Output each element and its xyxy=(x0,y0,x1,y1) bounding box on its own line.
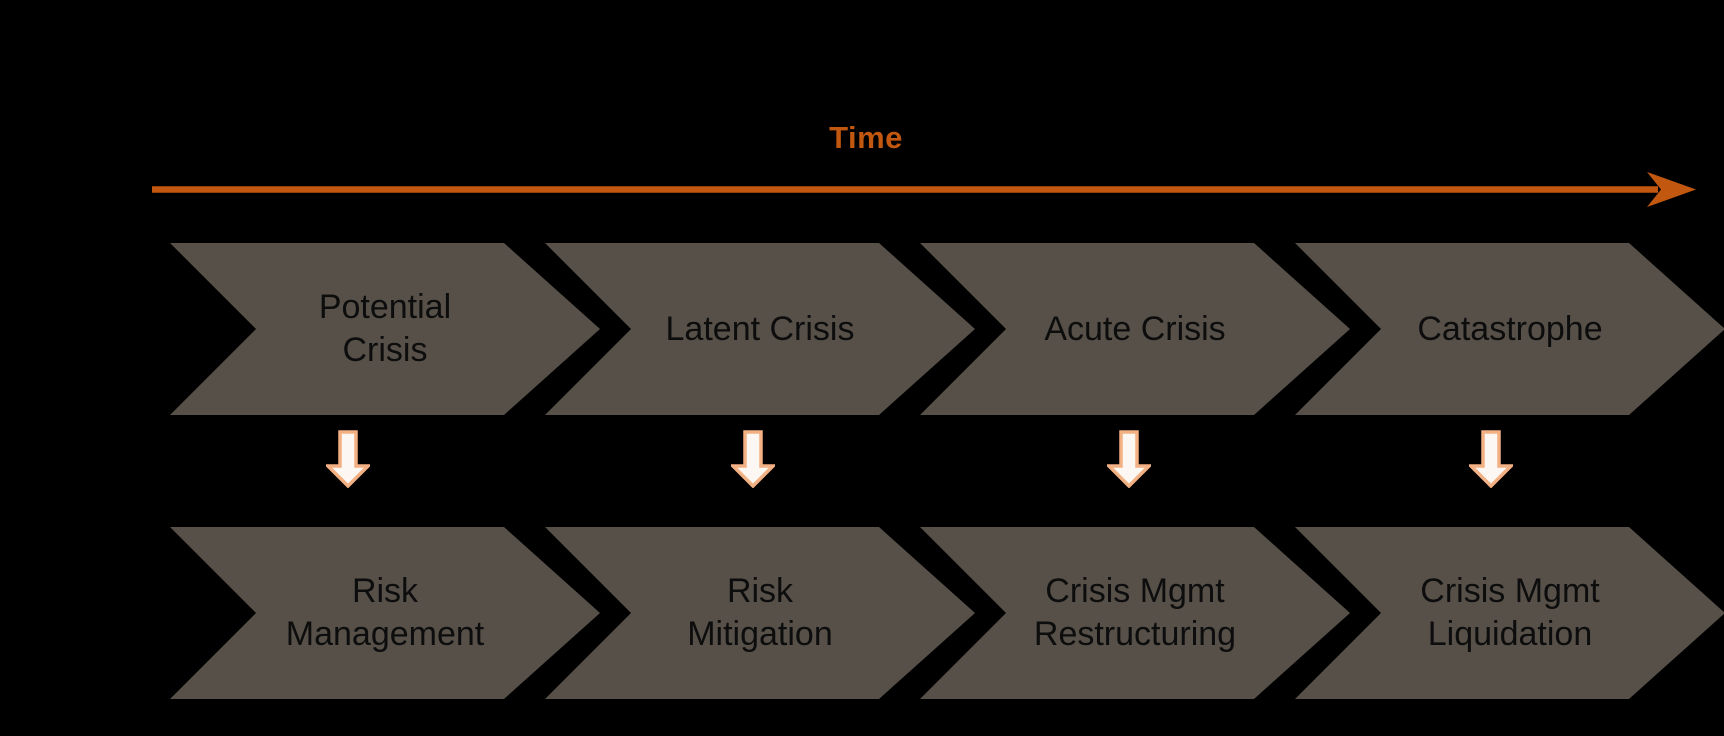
down-arrow-icon xyxy=(1107,430,1151,488)
stage-label: Potential Crisis xyxy=(318,288,452,369)
response-label: Risk Mitigation xyxy=(687,572,833,653)
response-chevron-crisis-mgmt-restructuring: Crisis Mgmt Restructuring xyxy=(920,527,1350,699)
response-chevron-crisis-mgmt-liquidation: Crisis Mgmt Liquidation xyxy=(1295,527,1724,699)
response-label: Risk Management xyxy=(285,572,485,653)
stage-chevron-acute-crisis: Acute Crisis xyxy=(920,243,1350,415)
down-arrow-icon xyxy=(1469,430,1513,488)
stage-chevron-latent-crisis: Latent Crisis xyxy=(545,243,975,415)
time-arrow-icon xyxy=(152,172,1696,207)
response-chevron-risk-mitigation: Risk Mitigation xyxy=(545,527,975,699)
stage-label: Catastrophe xyxy=(1417,309,1603,348)
response-label: Crisis Mgmt Restructuring xyxy=(1033,572,1237,653)
down-arrow-icon xyxy=(326,430,370,488)
response-chevron-risk-management: Risk Management xyxy=(170,527,600,699)
stage-chevron-potential-crisis: Potential Crisis xyxy=(170,243,600,415)
response-label: Crisis Mgmt Liquidation xyxy=(1420,572,1600,653)
time-axis-label: Time xyxy=(829,120,903,155)
stage-chevron-catastrophe: Catastrophe xyxy=(1295,243,1724,415)
down-arrow-icon xyxy=(731,430,775,488)
stage-label: Latent Crisis xyxy=(665,309,855,348)
stage-label: Acute Crisis xyxy=(1044,309,1226,348)
